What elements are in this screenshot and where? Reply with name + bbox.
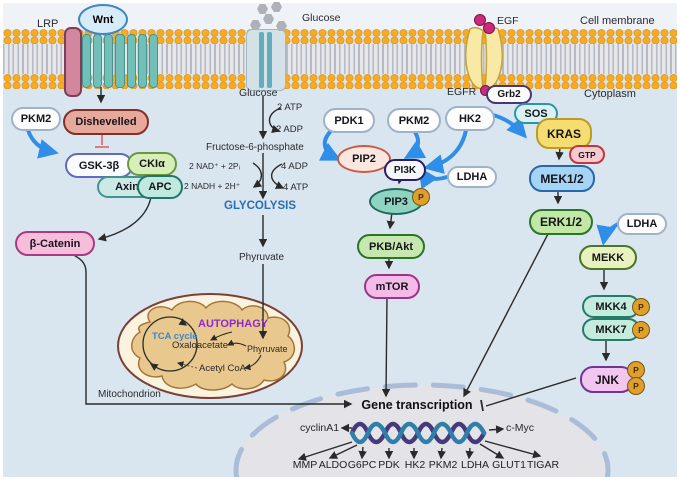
egfr-receptor-shape	[465, 26, 503, 90]
transmembrane-helix	[126, 34, 136, 88]
f6p-label: Fructose-6-phosphate	[206, 142, 304, 153]
node-pkm2-left: PKM2	[11, 107, 61, 131]
cytoplasm-label: Cytoplasm	[584, 88, 636, 100]
glucose-extracellular-label: Glucose	[302, 12, 341, 24]
cell-membrane-label: Cell membrane	[580, 15, 655, 27]
egfr-label: EGFR	[447, 86, 477, 98]
dna-helix	[349, 421, 487, 445]
node-jnk: JNK	[580, 366, 634, 393]
c-myc-label: c-Myc	[506, 422, 534, 434]
target-gene-label: GLUT1	[492, 459, 526, 471]
node-mek12: MEK1/2	[529, 165, 595, 192]
transmembrane-helix	[104, 34, 114, 88]
node-pdk1: PDK1	[323, 108, 375, 133]
node-dishevelled: Dishevelled	[63, 109, 149, 135]
node-mkk4: MKK4	[582, 295, 640, 318]
target-gene-label: MMP	[292, 459, 318, 471]
egf-label: EGF	[497, 15, 519, 27]
node-ckia: CKIα	[127, 152, 177, 176]
lrp-receptor	[64, 27, 82, 97]
oxaloacetate-label: Oxaloacetate	[172, 340, 228, 351]
glucose-molecule-icon	[271, 2, 282, 12]
target-gene-label: TIGAR	[526, 459, 560, 471]
glucose-molecule-icon	[250, 20, 261, 30]
adp-in-label: 4 ADP	[281, 161, 308, 172]
lipid-bilayer	[3, 29, 677, 89]
glycolysis-title: GLYCOLYSIS	[224, 200, 297, 212]
node-apc: APC	[137, 175, 183, 199]
mitochondrion-label: Mitochondrion	[98, 389, 161, 400]
tca-cycle-label: TCA cycle	[152, 331, 198, 342]
target-gene-label: LDHA	[460, 459, 490, 471]
target-gene-label: G6PC	[347, 459, 377, 471]
nadh-out-label: 2 NADH + 2H⁺	[184, 181, 241, 191]
transporter-channel	[267, 32, 272, 88]
node-ldha-right: LDHA	[617, 213, 667, 235]
node-ldha-mid: LDHA	[447, 166, 497, 188]
pathway-arrows-layer	[26, 26, 622, 477]
transmembrane-helix	[82, 34, 92, 88]
mitochondrion-shape	[117, 293, 303, 399]
egf-ligand-icon	[474, 14, 486, 26]
transmembrane-helix	[137, 34, 147, 88]
atp-in-label: 2 ATP	[277, 102, 303, 113]
glucose-molecule-icon	[263, 14, 274, 24]
wnt-ligand: Wnt	[78, 4, 128, 35]
mito-pyruvate-label: Phyruvate	[247, 344, 288, 354]
node-hk2: HK2	[445, 106, 495, 131]
activation-arrows	[26, 113, 622, 246]
cell-background: Wnt Cell membrane Cytoplasm LRP Glucose …	[3, 2, 677, 477]
atp-out-label: 4 ATP	[283, 182, 309, 193]
node-mekk: MEKK	[579, 245, 637, 270]
glucose-molecule-icon	[257, 4, 268, 14]
target-gene-label: PKM2	[428, 459, 458, 471]
node-gsk3b: GSK-3β	[65, 153, 133, 178]
autophagy-label: AUTOPHAGY	[198, 318, 269, 330]
lipid-heads-outer	[3, 29, 677, 44]
node-pkb-akt: PKB/Akt	[357, 234, 425, 259]
phosphate-badge: P	[412, 188, 430, 206]
target-gene-label: ALDO	[318, 459, 348, 471]
inhibition-line	[95, 133, 109, 148]
egf-ligand-icon	[483, 22, 495, 34]
node-mtor: mTOR	[364, 274, 420, 299]
lrp-label: LRP	[37, 18, 59, 30]
transmembrane-helix	[93, 34, 103, 88]
node-beta-catenin: β-Catenin	[15, 231, 95, 256]
node-erk12: ERK1/2	[529, 209, 593, 235]
transmembrane-helix	[115, 34, 125, 88]
frizzled-receptor	[82, 34, 158, 88]
target-gene-label: HK2	[404, 459, 426, 471]
transmembrane-helix	[148, 34, 158, 88]
nad-in-label: 2 NAD⁺ + 2Pᵢ	[189, 161, 240, 171]
node-gtp: GTP	[569, 145, 605, 164]
node-pip2: PIP2	[337, 145, 391, 173]
phosphate-badge: P	[627, 377, 645, 395]
phosphate-badge: P	[632, 298, 650, 316]
node-pi3k: PI3K	[384, 159, 426, 181]
gene-transcription-label: Gene transcription	[361, 398, 473, 412]
cyclin-a1-label: cyclinA1	[300, 422, 340, 434]
black-arrows	[67, 87, 611, 461]
adp-out-label: 2 ADP	[276, 124, 303, 135]
glucose-transporter	[246, 29, 286, 91]
glucose-intracellular-label: Glucose	[239, 87, 278, 99]
phosphate-badge: P	[632, 321, 650, 339]
pyruvate-label: Phyruvate	[239, 252, 285, 263]
glucose-molecule-icon	[276, 21, 287, 31]
acetyl-coa-label: Acetyl CoA	[199, 363, 246, 374]
node-grb2: Grb2	[486, 85, 532, 104]
transporter-channel	[259, 32, 264, 88]
node-kras: KRAS	[536, 118, 592, 149]
lipid-tails	[3, 44, 677, 74]
node-pkm2-mid: PKM2	[387, 108, 441, 133]
target-gene-label: PDK	[378, 459, 400, 471]
